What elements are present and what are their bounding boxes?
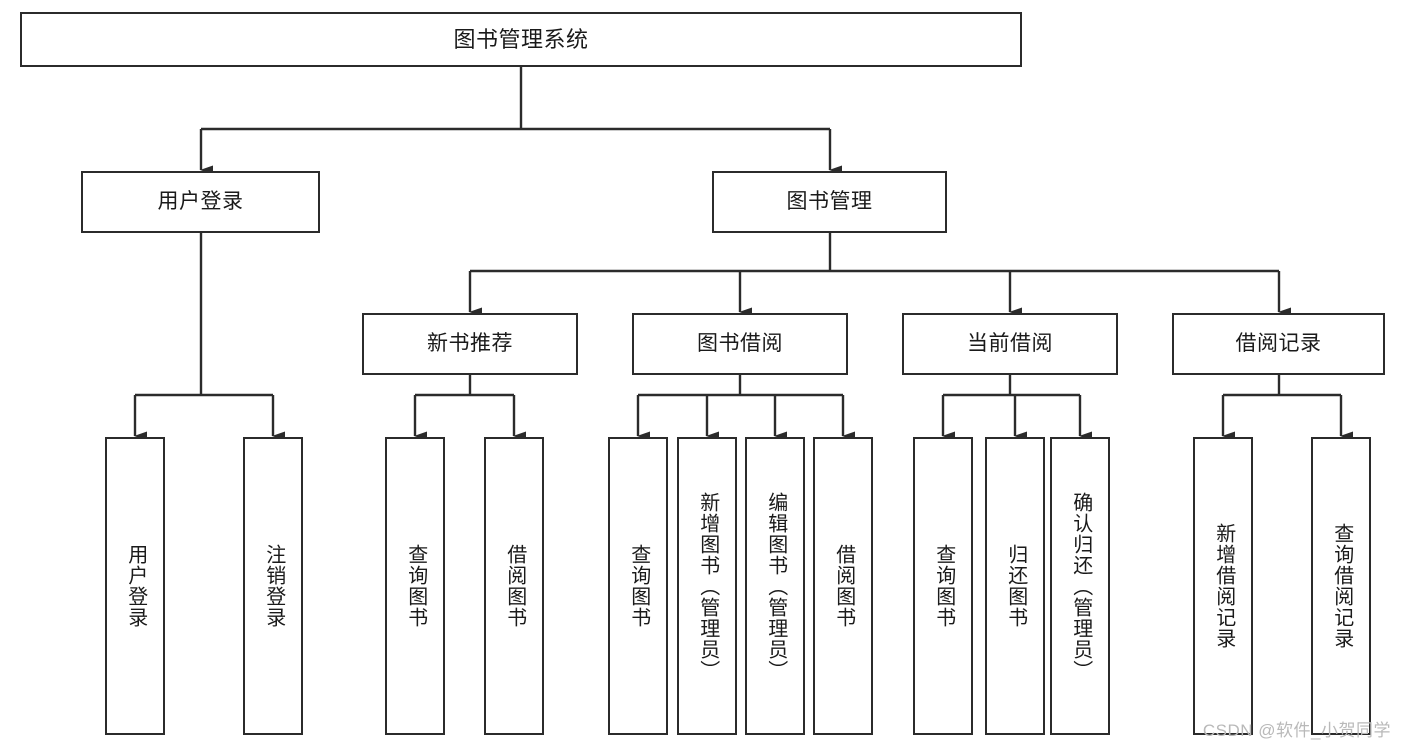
node-label: 图书管理: [786, 189, 873, 213]
node-current-c[interactable]: 确认归还（管理员）: [1050, 437, 1110, 735]
node-label: 注销登录: [262, 544, 285, 628]
node-bookmgmt[interactable]: 图书管理: [712, 171, 947, 233]
node-label: 查询图书: [404, 544, 427, 628]
node-newbook-b[interactable]: 借阅图书: [484, 437, 544, 735]
node-current-b[interactable]: 归还图书: [985, 437, 1045, 735]
node-records[interactable]: 借阅记录: [1172, 313, 1385, 375]
node-label: 确认归还（管理员）: [1069, 491, 1092, 681]
node-label: 查询图书: [932, 544, 955, 628]
node-label: 借阅图书: [503, 544, 526, 628]
node-label: 用户登录: [124, 544, 147, 628]
node-label: 图书管理系统: [453, 26, 589, 52]
node-borrow-a[interactable]: 查询图书: [608, 437, 668, 735]
node-label: 新书推荐: [427, 331, 513, 355]
node-label: 图书借阅: [697, 331, 783, 355]
node-label: 新增图书（管理员）: [696, 491, 719, 681]
node-current-a[interactable]: 查询图书: [913, 437, 973, 735]
node-newbook-a[interactable]: 查询图书: [385, 437, 445, 735]
node-label: 借阅记录: [1235, 331, 1322, 355]
node-borrow-d[interactable]: 借阅图书: [813, 437, 873, 735]
node-borrow-b[interactable]: 新增图书（管理员）: [677, 437, 737, 735]
node-label: 新增借阅记录: [1212, 523, 1235, 649]
node-current[interactable]: 当前借阅: [902, 313, 1118, 375]
node-login[interactable]: 用户登录: [81, 171, 320, 233]
node-label: 当前借阅: [967, 331, 1053, 355]
node-login-b[interactable]: 注销登录: [243, 437, 303, 735]
node-label: 归还图书: [1004, 544, 1027, 628]
node-login-a[interactable]: 用户登录: [105, 437, 165, 735]
node-root[interactable]: 图书管理系统: [20, 12, 1022, 67]
node-newbook[interactable]: 新书推荐: [362, 313, 578, 375]
node-records-a[interactable]: 新增借阅记录: [1193, 437, 1253, 735]
node-label: 编辑图书（管理员）: [764, 491, 787, 681]
node-borrow[interactable]: 图书借阅: [632, 313, 848, 375]
node-label: 查询借阅记录: [1330, 523, 1353, 649]
node-label: 查询图书: [627, 544, 650, 628]
watermark-label: CSDN @软件_小贺同学: [1202, 721, 1391, 740]
node-label: 用户登录: [157, 189, 244, 213]
node-borrow-c[interactable]: 编辑图书（管理员）: [745, 437, 805, 735]
node-records-b[interactable]: 查询借阅记录: [1311, 437, 1371, 735]
node-label: 借阅图书: [832, 544, 855, 628]
